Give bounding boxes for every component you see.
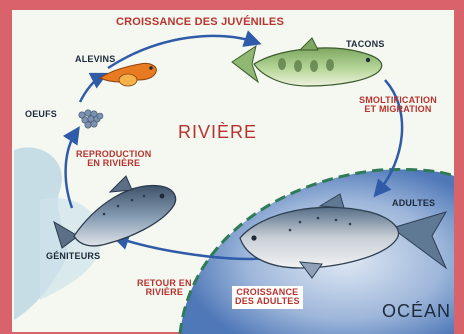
stage-label-adults: ADULTES [392, 199, 435, 208]
transition-return: RETOUR EN RIVIÈRE [137, 279, 192, 298]
stage-label-spawners: GÉNITEURS [46, 252, 100, 261]
stage-label-tacons: TACONS [346, 40, 385, 49]
transition-reproduction-line-2: EN RIVIÈRE [76, 159, 151, 168]
region-label-ocean: OCÉAN [382, 302, 451, 321]
transition-adult-growth: CROISSANCE DES ADULTES [232, 286, 303, 309]
diagram-title: CROISSANCE DES JUVÉNILES [116, 17, 284, 29]
transition-smoltification-line-2: ET MIGRATION [359, 105, 437, 114]
transition-adult-growth-line-2: DES ADULTES [235, 297, 300, 306]
region-label-river: RIVIÈRE [178, 123, 257, 142]
transition-smoltification: SMOLTIFICATION ET MIGRATION [359, 96, 437, 115]
stage-label-eggs: OEUFS [25, 110, 57, 119]
transition-return-line-2: RIVIÈRE [137, 288, 192, 297]
transition-reproduction: REPRODUCTION EN RIVIÈRE [76, 150, 151, 169]
stage-label-alevins: ALEVINS [75, 55, 115, 64]
